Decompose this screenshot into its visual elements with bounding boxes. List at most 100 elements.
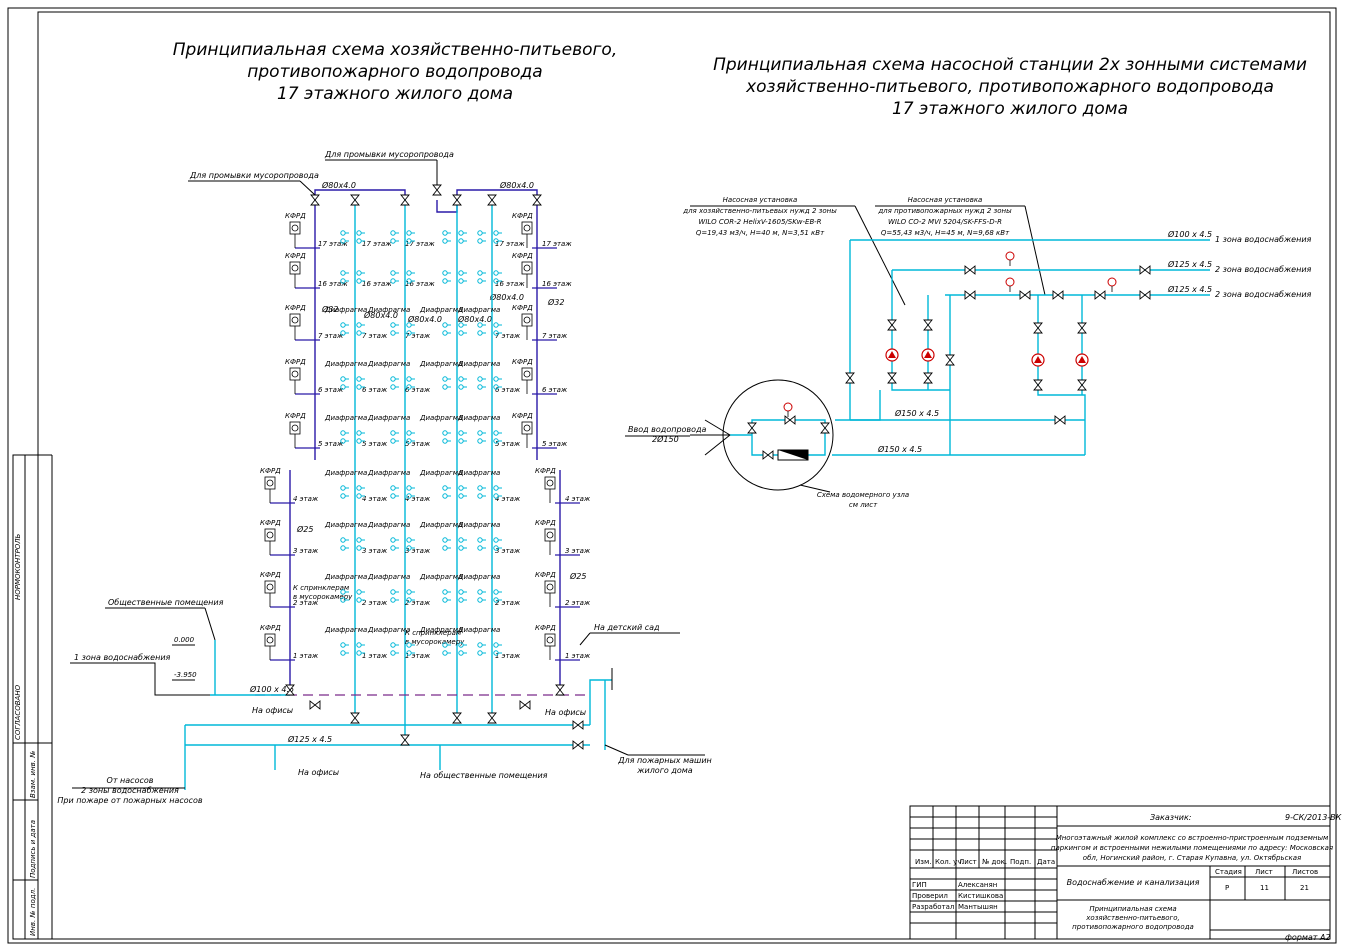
tap-icon (406, 642, 415, 648)
left-title-line-1: Принципиальная схема хозяйственно-питьев… (173, 40, 617, 60)
left-riser-scheme: Для промывки мусоропровода Для промывки … (57, 150, 711, 805)
pump-icon (1031, 353, 1045, 367)
tap-icon (406, 330, 415, 336)
tap-icon (458, 545, 467, 551)
tap-icon (340, 650, 349, 656)
valve-icon (887, 372, 897, 384)
tap-icon (458, 597, 467, 603)
valve-icon (964, 290, 976, 300)
diaphragm-2: Диафрагма (367, 626, 410, 634)
out1-label: 1 зона водоснабжения (1215, 235, 1312, 244)
out2-dia: Ø125 х 4.5 (1167, 259, 1212, 269)
kfrd-label: КФРД (285, 358, 306, 366)
gauge-icon (1107, 277, 1117, 292)
meter-note-2: см лист (849, 501, 878, 509)
valve-icon (1052, 290, 1064, 300)
stage-value: Р (1225, 884, 1229, 892)
tap-icon (406, 597, 415, 603)
floor-label-right: 4 этаж (565, 495, 591, 503)
tap-icon (477, 384, 486, 390)
tap-icon (442, 376, 451, 382)
inner-frame (37, 11, 1331, 940)
tap-icon (493, 650, 502, 656)
diaphragm-4: Диафрагма (457, 469, 500, 477)
sheets-header: Листов (1292, 868, 1318, 876)
hydrant-icon (264, 476, 276, 490)
tap-icon (493, 230, 502, 236)
tap-icon (406, 322, 415, 328)
d100-label: Ø100 х 4.5 (249, 684, 294, 694)
tap-icon (442, 330, 451, 336)
tap-icon (493, 438, 502, 444)
tap-icon (406, 384, 415, 390)
hydrant-icon (289, 421, 301, 435)
tap-icon (340, 384, 349, 390)
tap-icon (477, 430, 486, 436)
diaphragm-3: Диафрагма (419, 521, 462, 529)
valve-icon (309, 700, 321, 710)
tap-icon (340, 438, 349, 444)
valve-icon (350, 194, 360, 206)
tap-icon (458, 376, 467, 382)
floor-label-c3: 5 этаж (495, 440, 521, 448)
valve-icon (555, 684, 565, 696)
hydrant-icon (521, 313, 533, 327)
floor-label-c2: 16 этаж (405, 280, 435, 288)
tap-icon (340, 270, 349, 276)
tap-icon (493, 642, 502, 648)
stage-header: Стадия (1215, 868, 1242, 876)
valve-icon (1033, 322, 1043, 334)
kfrd-label: КФРД (535, 571, 556, 579)
fire-trucks-2: жилого дома (636, 766, 693, 775)
kfrd-label: КФРД (535, 467, 556, 475)
pipe-mid-3: Ø80х4.0 (407, 314, 442, 324)
floor-label-right: 17 этаж (542, 240, 572, 248)
kfrd-label: КФРД (285, 304, 306, 312)
tap-icon (406, 537, 415, 543)
tap-icon (493, 270, 502, 276)
diaphragm-4: Диафрагма (457, 414, 500, 422)
tap-icon (442, 384, 451, 390)
pump1-line-4: Q=19,43 м3/ч, H=40 м, N=3,51 кВт (696, 229, 825, 237)
tap-icon (356, 438, 365, 444)
tap-icon (477, 322, 486, 328)
valve-icon (310, 194, 320, 206)
hydrant-icon (264, 528, 276, 542)
floor-label-right: 5 этаж (542, 440, 568, 448)
tap-icon (406, 230, 415, 236)
tap-icon (390, 430, 399, 436)
pipe-top-left: Ø80х4.0 (321, 180, 356, 190)
kfrd-label: КФРД (260, 571, 281, 579)
floor-label-c1: 3 этаж (362, 547, 388, 555)
tap-icon (493, 384, 502, 390)
tap-icon (493, 322, 502, 328)
tap-icon (477, 597, 486, 603)
tap-icon (442, 238, 451, 244)
tap-icon (477, 642, 486, 648)
hydrant-icon (289, 313, 301, 327)
normocontrol-label: НОРМОКОНТРОЛЬ (14, 533, 22, 600)
kfrd-label: КФРД (285, 412, 306, 420)
tap-icon (390, 589, 399, 595)
valve-icon (1077, 379, 1087, 391)
tap-icon (493, 278, 502, 284)
meter-note-1: Схема водомерного узла (817, 491, 909, 499)
valve-icon (1054, 415, 1066, 425)
tap-icon (442, 230, 451, 236)
gauge-icon (1005, 251, 1015, 266)
hydrant-icon (521, 421, 533, 435)
tap-icon (458, 278, 467, 284)
tap-icon (477, 438, 486, 444)
tap-icon (390, 438, 399, 444)
tap-icon (356, 642, 365, 648)
doc-code: 9-СК/2013-ВК (1285, 813, 1342, 822)
pipe-top-right: Ø80х4.0 (499, 180, 534, 190)
flush-label-top: Для промывки мусоропровода (324, 150, 454, 159)
valve-icon (945, 354, 955, 366)
sprinkler-label-2b: в мусорокамеру (405, 638, 465, 646)
tap-icon (477, 270, 486, 276)
sheet-value: 11 (1260, 884, 1269, 892)
valve-icon (572, 720, 584, 730)
hydrant-icon (544, 476, 556, 490)
floor-label-left: 3 этаж (293, 547, 319, 555)
